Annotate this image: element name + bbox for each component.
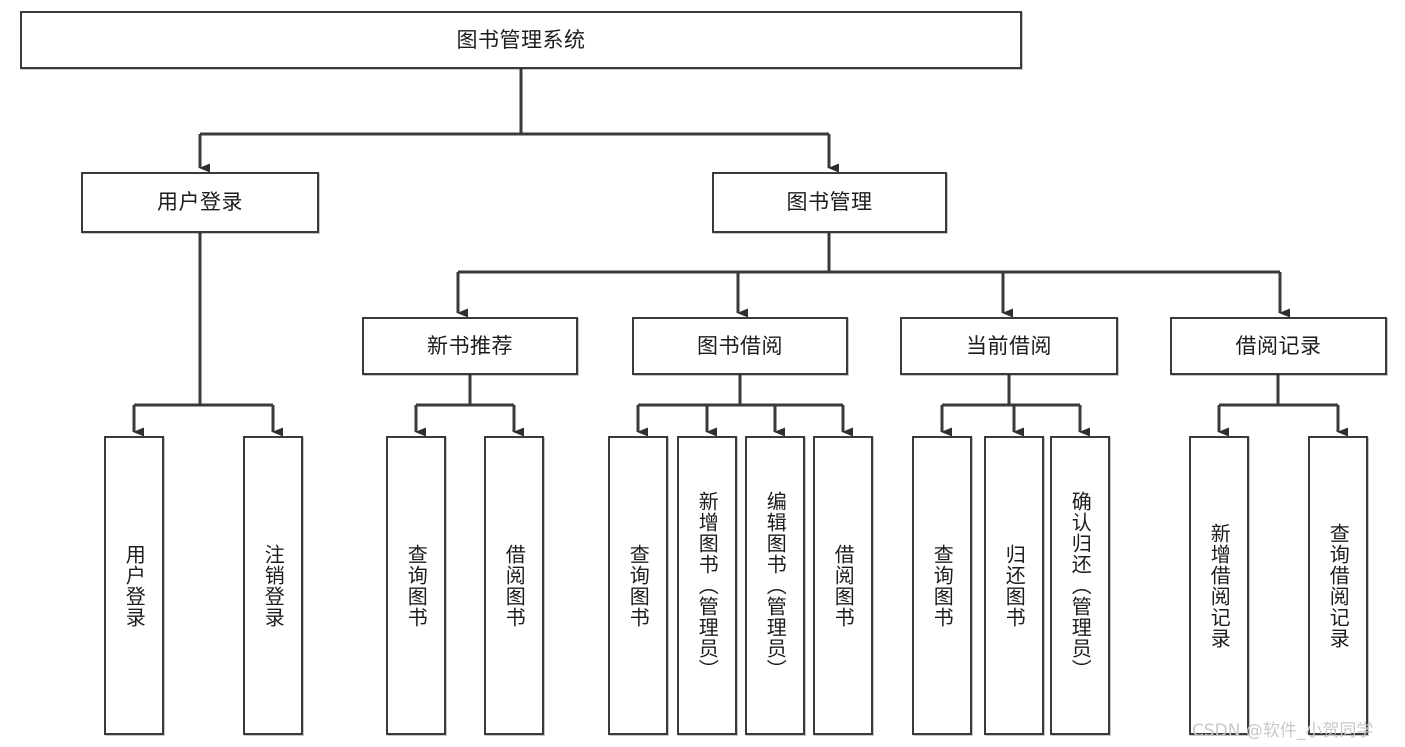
node-label: 新增图书（管理员）	[695, 491, 720, 680]
node-root[interactable]: 图书管理系统	[20, 11, 1022, 69]
node-label: 借阅图书	[502, 543, 527, 628]
node-label: 归还图书	[1002, 543, 1027, 628]
node-book-borrow[interactable]: 图书借阅	[632, 317, 848, 375]
node-current-borrow[interactable]: 当前借阅	[900, 317, 1118, 375]
node-label: 查询图书	[930, 543, 955, 628]
leaf-leaf-query-book-bor[interactable]: 查询图书	[608, 436, 668, 735]
leaf-leaf-edit-book[interactable]: 编辑图书（管理员）	[745, 436, 805, 735]
leaf-leaf-borrow-book-bor[interactable]: 借阅图书	[813, 436, 873, 735]
leaf-leaf-add-book[interactable]: 新增图书（管理员）	[677, 436, 737, 735]
node-label: 新增借阅记录	[1207, 522, 1232, 649]
node-label: 注销登录	[261, 543, 286, 628]
leaf-leaf-query-record[interactable]: 查询借阅记录	[1308, 436, 1368, 735]
node-label: 查询图书	[404, 543, 429, 628]
node-label: 用户登录	[157, 190, 243, 215]
node-new-book-rec[interactable]: 新书推荐	[362, 317, 578, 375]
leaf-leaf-query-book-cur[interactable]: 查询图书	[912, 436, 972, 735]
node-label: 查询借阅记录	[1326, 522, 1351, 649]
node-label: 图书管理系统	[456, 27, 586, 52]
leaf-leaf-return-book[interactable]: 归还图书	[984, 436, 1044, 735]
node-label: 图书管理	[786, 190, 873, 215]
node-label: 当前借阅	[966, 333, 1052, 358]
leaf-leaf-add-record[interactable]: 新增借阅记录	[1189, 436, 1249, 735]
node-label: 确认归还（管理员）	[1068, 491, 1093, 680]
leaf-leaf-query-book-rec[interactable]: 查询图书	[386, 436, 446, 735]
node-label: 查询图书	[626, 543, 651, 628]
node-borrow-record[interactable]: 借阅记录	[1170, 317, 1387, 375]
node-label: 图书借阅	[697, 333, 783, 358]
leaf-leaf-borrow-book-rec[interactable]: 借阅图书	[484, 436, 544, 735]
leaf-leaf-confirm-return[interactable]: 确认归还（管理员）	[1050, 436, 1110, 735]
node-label: 编辑图书（管理员）	[763, 491, 788, 680]
node-book-manage[interactable]: 图书管理	[712, 172, 947, 233]
node-label: 用户登录	[122, 543, 147, 628]
node-user-login[interactable]: 用户登录	[81, 172, 319, 233]
leaf-leaf-logout[interactable]: 注销登录	[243, 436, 303, 735]
node-label: 新书推荐	[427, 333, 513, 358]
node-label: 借阅记录	[1235, 333, 1322, 358]
leaf-leaf-user-login[interactable]: 用户登录	[104, 436, 164, 735]
connector-lines	[132, 69, 1348, 437]
node-label: 借阅图书	[831, 543, 856, 628]
